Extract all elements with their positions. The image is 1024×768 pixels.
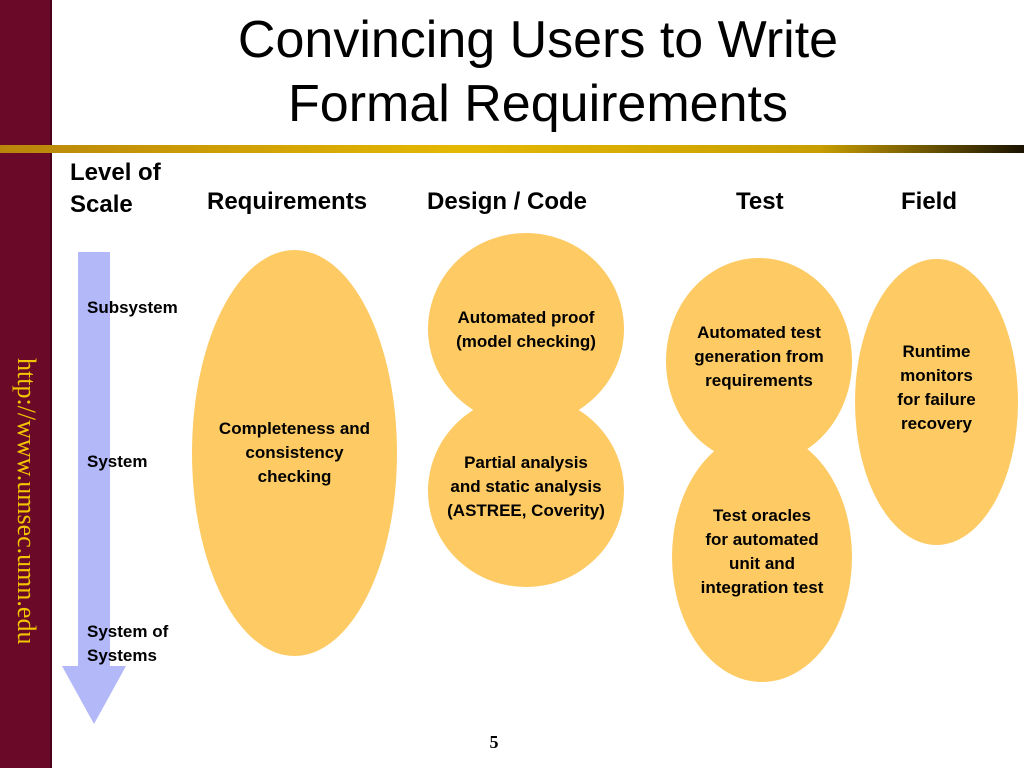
column-test: Test [736,188,784,215]
level-sos-line-2: Systems [87,646,157,665]
blob-line: Runtime [902,342,971,361]
scale-heading: Level of Scale [70,157,161,221]
blob-runtime-monitors: Runtime monitors for failure recovery [855,259,1018,545]
scale-arrow-icon [62,252,126,724]
blob-line: integration test [700,578,824,597]
blob-line: requirements [705,371,813,390]
blob-test-oracles: Test oracles for automated unit and inte… [672,432,852,682]
blob-partial-analysis-text: Partial analysis and static analysis (AS… [447,451,605,523]
blob-line: Automated proof [457,308,595,327]
title-line-2: Formal Requirements [288,75,788,133]
blob-completeness-checking: Completeness and consistency checking [192,250,397,656]
blob-line: checking [257,467,332,486]
blob-automated-test-text: Automated test generation from requireme… [694,321,823,393]
blob-line: (ASTREE, Coverity) [447,501,605,520]
column-design-code: Design / Code [427,188,588,215]
blob-line: monitors [900,366,973,385]
level-subsystem: Subsystem [87,298,178,317]
blob-automated-proof: Automated proof (model checking) [428,233,624,425]
blob-line: (model checking) [456,332,596,351]
sidebar-url: http://www.umsec.umn.edu [12,358,41,645]
scale-heading-line-1: Level of [70,159,161,186]
blob-completeness-text: Completeness and consistency checking [219,417,370,489]
blob-automated-test-generation: Automated test generation from requireme… [666,258,852,464]
blob-partial-analysis: Partial analysis and static analysis (AS… [428,395,624,587]
blob-automated-proof-text: Automated proof (model checking) [456,306,596,354]
blob-runtime-text: Runtime monitors for failure recovery [897,340,975,436]
blob-line: unit and [728,554,796,573]
blob-line: Partial analysis [464,453,588,472]
level-system-of-systems: System of Systems [87,620,168,668]
blob-line: and static analysis [450,477,602,496]
scale-heading-line-2: Scale [70,191,133,218]
level-sos-line-1: System of [87,622,169,641]
blob-test-oracles-text: Test oracles for automated unit and inte… [701,504,824,600]
blob-line: for automated [705,530,819,549]
blob-line: Automated test [697,323,821,342]
blob-line: for failure [897,390,976,409]
blob-line: Completeness and [218,419,371,438]
page-number: 5 [489,732,499,752]
sidebar-divider [50,0,52,768]
slide-title: Convincing Users to Write Formal Require… [52,8,1024,136]
level-system: System [87,452,148,471]
blob-line: recovery [901,414,972,433]
title-line-1: Convincing Users to Write [237,11,839,69]
column-requirements: Requirements [207,188,368,215]
column-field: Field [901,188,958,215]
blob-line: Test oracles [713,506,811,525]
title-rule [0,145,1024,153]
blob-line: generation from [694,347,824,366]
blob-line: consistency [245,443,344,462]
sidebar-band [0,0,52,768]
